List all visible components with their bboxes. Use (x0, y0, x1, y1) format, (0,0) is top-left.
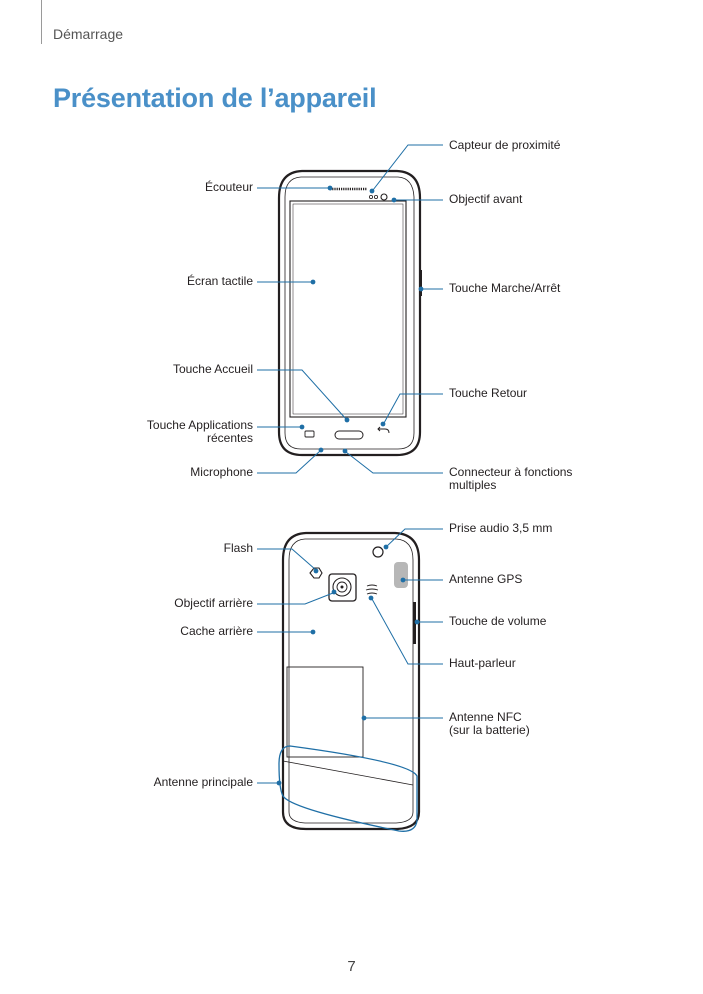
label-speaker: Haut-parleur (449, 656, 516, 670)
label-power-key: Touche Marche/Arrêt (449, 281, 561, 295)
section-header: Démarrage (53, 26, 124, 42)
label-multipurpose-jack: Connecteur à fonctions multiples (449, 466, 572, 492)
page-title: Présentation de l’appareil (53, 83, 377, 113)
label-nfc-antenna: Antenne NFC (sur la batterie) (449, 711, 530, 737)
label-recent-apps-line-2: récentes (206, 431, 253, 445)
label-recent-apps-key: Touche Applications récentes (147, 419, 253, 445)
phone-front (277, 169, 422, 457)
recent-apps-icon (304, 430, 315, 438)
headset-jack (372, 546, 384, 558)
callout-dots (276, 185, 424, 786)
back-icon (377, 426, 390, 434)
speaker-grille (365, 584, 379, 595)
label-flash: Flash (223, 541, 253, 555)
rear-camera-frame (328, 573, 357, 602)
label-multipurpose-line-2: multiples (449, 478, 497, 492)
front-camera-lens (380, 193, 388, 201)
label-nfc-line-2: (sur la batterie) (449, 723, 530, 737)
margin-rule (41, 0, 42, 44)
gps-antenna-area (394, 562, 408, 588)
label-main-antenna: Antenne principale (153, 775, 253, 789)
label-back-cover: Cache arrière (180, 624, 253, 638)
callout-lines (257, 144, 443, 832)
main-antenna-line (282, 760, 414, 786)
sensor-dot-1 (368, 194, 373, 199)
label-home-key: Touche Accueil (172, 362, 253, 376)
label-nfc-line-1: Antenne NFC (449, 710, 522, 724)
page-number: 7 (347, 958, 356, 975)
label-proximity-sensor: Capteur de proximité (449, 138, 561, 152)
main-antenna-outline (278, 745, 418, 832)
sensor-dot-2 (373, 194, 378, 199)
label-multipurpose-line-1: Connecteur à fonctions (449, 465, 573, 479)
label-recent-apps-line-1: Touche Applications (146, 418, 253, 432)
label-earpiece: Écouteur (204, 180, 253, 194)
home-key (334, 430, 364, 440)
label-microphone: Microphone (190, 465, 253, 479)
power-key (419, 270, 422, 296)
label-volume-key: Touche de volume (449, 614, 547, 628)
label-rear-camera: Objectif arrière (174, 596, 253, 610)
phone-back (281, 531, 421, 831)
label-headset-jack: Prise audio 3,5 mm (449, 521, 553, 535)
label-touchscreen: Écran tactile (186, 274, 253, 288)
volume-key (413, 602, 416, 644)
label-front-camera: Objectif avant (449, 192, 523, 206)
label-back-key: Touche Retour (449, 386, 528, 400)
label-gps-antenna: Antenne GPS (449, 572, 523, 586)
nfc-antenna-area (286, 666, 364, 758)
